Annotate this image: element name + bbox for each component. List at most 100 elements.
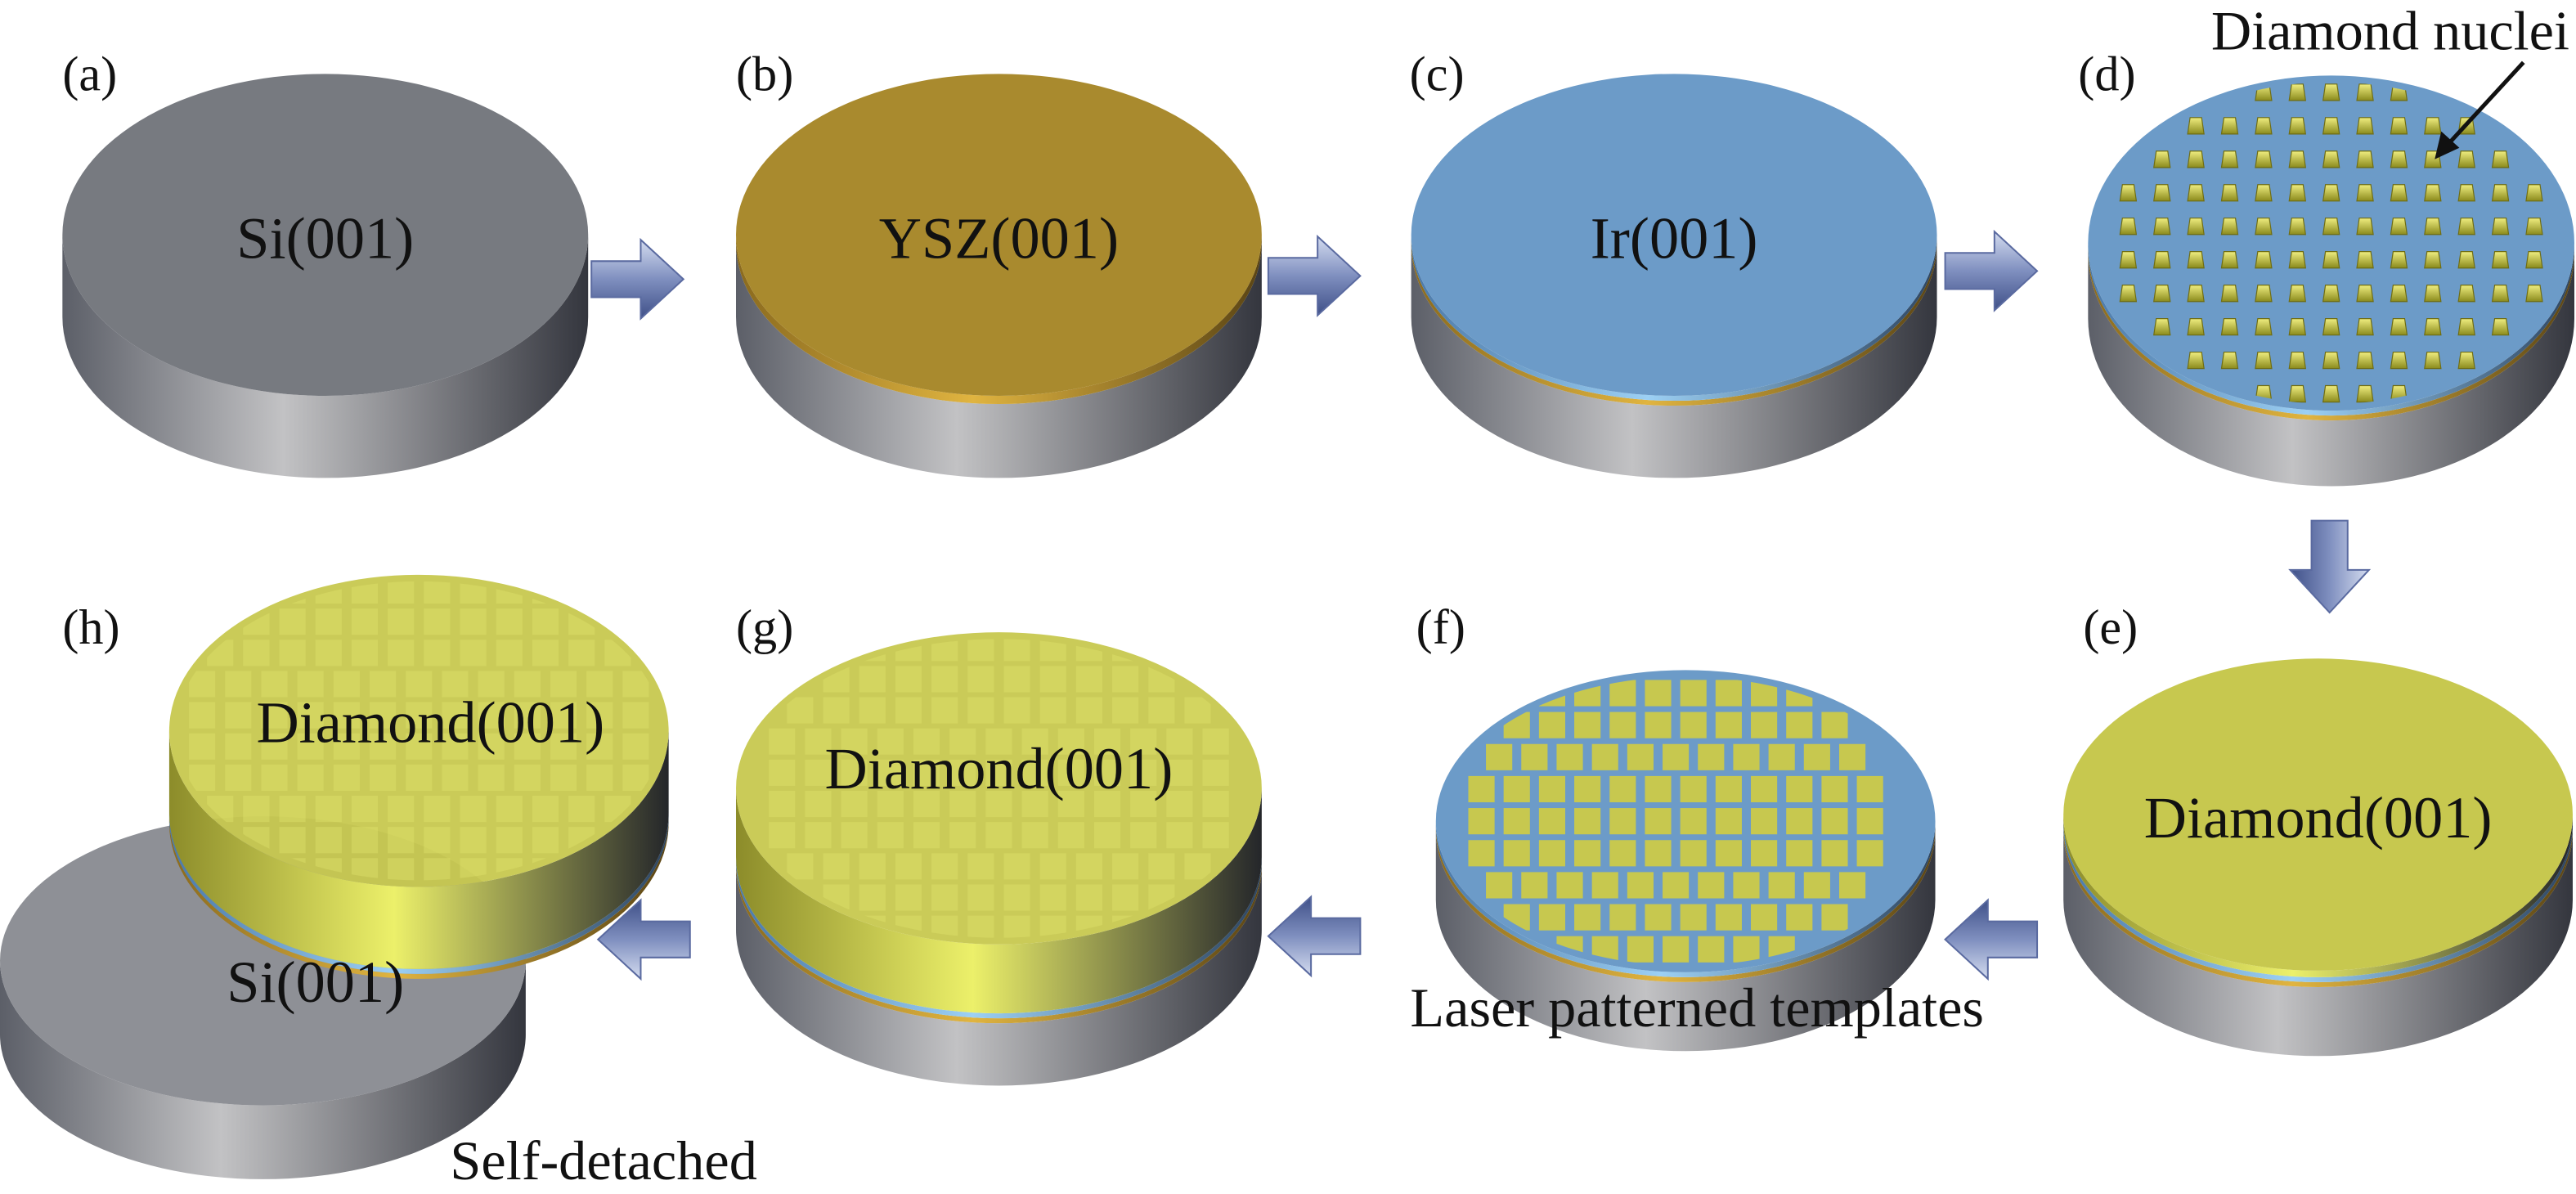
wafer-top-surface (1411, 74, 1937, 396)
embedded-template-square (805, 790, 832, 818)
embedded-template-square (297, 671, 324, 698)
embedded-template-square (967, 915, 994, 938)
embedded-template-square (225, 764, 252, 791)
si-substrate-side (0, 960, 526, 1179)
laser-template-square (1627, 872, 1654, 899)
diamond-nucleus (2356, 218, 2374, 236)
embedded-template-square (279, 608, 306, 635)
laser-template-square (1786, 904, 1813, 931)
embedded-template-square (967, 884, 994, 911)
panel-label-g: (g) (736, 600, 793, 655)
process-arrow-icon-a-to-b (590, 237, 685, 321)
diamond-nucleus (2356, 384, 2374, 403)
embedded-template-square (823, 697, 850, 724)
embedded-template-square (1003, 915, 1030, 938)
embedded-template-square (514, 702, 541, 729)
diamond-nucleus (2288, 285, 2307, 303)
diamond-nucleus (2424, 285, 2442, 303)
diamond-nucleus (2322, 184, 2340, 202)
diamond-nucleus (2153, 150, 2171, 168)
diamond-nucleus (2491, 184, 2510, 202)
embedded-template-square (1003, 639, 1030, 662)
embedded-template-square (514, 733, 541, 760)
laser-template-square (1538, 904, 1566, 931)
si-substrate-side (736, 243, 1262, 478)
embedded-template-square-grid (769, 639, 1229, 938)
diamond-nucleus (2255, 218, 2273, 236)
diamond-nucleus (2119, 218, 2138, 236)
arrow-layer (590, 229, 2372, 981)
embedded-template-square (1202, 759, 1229, 786)
laser-template-square (1680, 680, 1707, 707)
embedded-template-square (370, 702, 397, 729)
embedded-template-square (532, 827, 559, 854)
embedded-template-square (913, 759, 940, 786)
embedded-template-square (1021, 759, 1048, 786)
diamond-nucleus (2288, 351, 2307, 370)
embedded-template-square (388, 827, 415, 854)
laser-template-square (1803, 872, 1830, 899)
wafer-d (2088, 75, 2574, 487)
laser-template-square (1663, 936, 1690, 963)
embedded-template-square (261, 671, 288, 698)
embedded-template-square (496, 640, 523, 667)
ysz-label-b: YSZ(001) (879, 205, 1119, 271)
embedded-template-square (315, 640, 342, 667)
laser-template-square (1715, 840, 1742, 867)
embedded-template-square (496, 608, 523, 635)
embedded-template-square (1166, 790, 1193, 818)
embedded-template-square (1057, 822, 1084, 849)
embedded-template-square (297, 702, 324, 729)
laser-template-square (1645, 904, 1672, 931)
embedded-template-square (514, 671, 541, 698)
si-substrate-side (2063, 831, 2573, 1057)
embedded-template-square (841, 759, 868, 786)
embedded-template-square (859, 697, 886, 724)
embedded-template-square (370, 733, 397, 760)
embedded-template-square (841, 790, 868, 818)
laser-template-square (1715, 808, 1742, 835)
embedded-template-square (823, 853, 850, 880)
diamond-nucleus (2525, 184, 2543, 202)
process-arrow-icon-d-to-e (2288, 519, 2372, 614)
laser-template-square (1751, 808, 1778, 835)
embedded-template-square (315, 827, 342, 854)
laser-template-square (1503, 808, 1530, 835)
embedded-template-square (496, 795, 523, 823)
diamond-nucleus (2525, 251, 2543, 269)
laser-template-square (1821, 808, 1848, 835)
embedded-template-square (261, 733, 288, 760)
embedded-template-square (1075, 884, 1102, 911)
laser-template-square (1538, 711, 1566, 738)
embedded-template-square (877, 790, 904, 818)
embedded-template-square (1148, 697, 1175, 724)
diamond-nucleus (2457, 351, 2475, 370)
embedded-template-square (895, 697, 922, 724)
diamond-nucleus (2322, 150, 2340, 168)
embedded-template-square (442, 764, 469, 791)
diamond-nucleus (2424, 117, 2442, 135)
embedded-template-square (622, 764, 649, 791)
embedded-template-square (859, 884, 886, 911)
embedded-template-square (931, 666, 958, 693)
panel-label-d: (d) (2078, 47, 2135, 101)
laser-template-square (1486, 743, 1513, 770)
embedded-template-square (1021, 790, 1048, 818)
embedded-template-square (769, 728, 796, 755)
embedded-template-square (225, 702, 252, 729)
embedded-template-square (859, 853, 886, 880)
diamond-label-g: Diamond(001) (825, 736, 1174, 801)
embedded-template-square (351, 827, 379, 854)
diamond-nucleus (2457, 317, 2475, 336)
diamond-nucleus (2356, 117, 2374, 135)
laser-template-square (1627, 743, 1654, 770)
diamond-nucleus (2457, 218, 2475, 236)
laser-template-square (1645, 808, 1672, 835)
diamond-nucleus (2390, 218, 2408, 236)
embedded-template-square (769, 759, 796, 786)
embedded-template-square (550, 702, 577, 729)
embedded-template-square (424, 827, 451, 854)
embedded-template-square (1112, 884, 1139, 911)
diamond-nucleus (2322, 218, 2340, 236)
laser-template-square (1821, 904, 1848, 931)
